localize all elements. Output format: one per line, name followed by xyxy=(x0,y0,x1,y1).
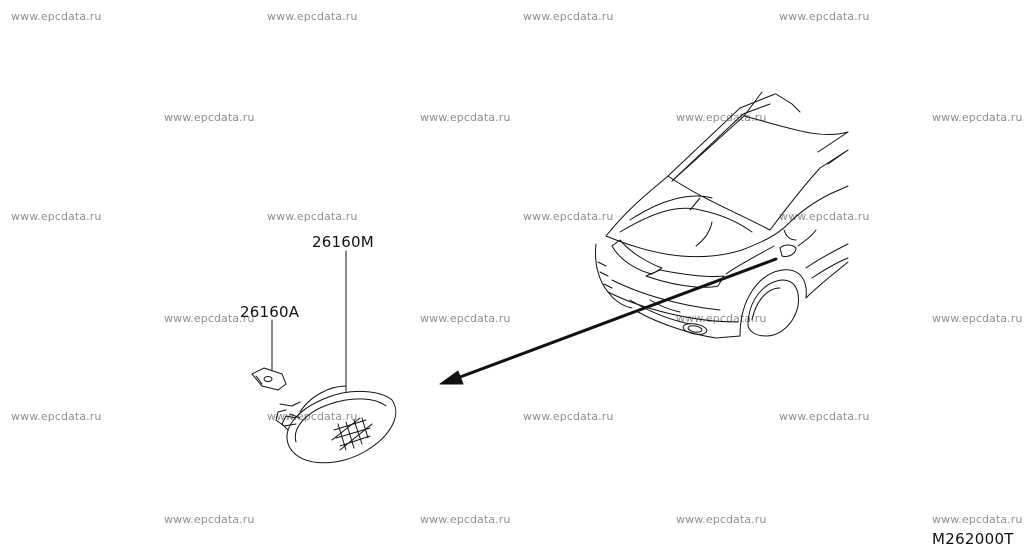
watermark: www.epcdata.ru xyxy=(779,210,870,223)
watermark: www.epcdata.ru xyxy=(11,410,102,423)
watermark: www.epcdata.ru xyxy=(267,10,358,23)
watermark: www.epcdata.ru xyxy=(932,513,1023,526)
watermark: www.epcdata.ru xyxy=(523,410,614,423)
part-label-bulb-socket[interactable]: 26160A xyxy=(240,303,300,321)
watermark: www.epcdata.ru xyxy=(164,111,255,124)
watermark: www.epcdata.ru xyxy=(932,111,1023,124)
diagram-code: M262000T xyxy=(932,530,1014,548)
bulb-socket-illustration xyxy=(251,367,287,391)
watermark: www.epcdata.ru xyxy=(779,10,870,23)
watermark: www.epcdata.ru xyxy=(11,10,102,23)
watermark: www.epcdata.ru xyxy=(420,111,511,124)
watermark: www.epcdata.ru xyxy=(420,312,511,325)
watermark: www.epcdata.ru xyxy=(164,513,255,526)
watermark: www.epcdata.ru xyxy=(523,210,614,223)
watermark: www.epcdata.ru xyxy=(267,410,358,423)
watermark: www.epcdata.ru xyxy=(164,312,255,325)
watermark: www.epcdata.ru xyxy=(676,312,767,325)
watermark: www.epcdata.ru xyxy=(523,10,614,23)
watermark: www.epcdata.ru xyxy=(779,410,870,423)
watermark: www.epcdata.ru xyxy=(932,312,1023,325)
watermark: www.epcdata.ru xyxy=(11,210,102,223)
side-lamp-illustration xyxy=(275,385,397,464)
part-label-lamp-assembly[interactable]: 26160M xyxy=(312,233,374,251)
car-illustration xyxy=(595,91,849,339)
watermark: www.epcdata.ru xyxy=(267,210,358,223)
watermark: www.epcdata.ru xyxy=(676,513,767,526)
watermark: www.epcdata.ru xyxy=(420,513,511,526)
pointer-arrow xyxy=(439,257,778,385)
